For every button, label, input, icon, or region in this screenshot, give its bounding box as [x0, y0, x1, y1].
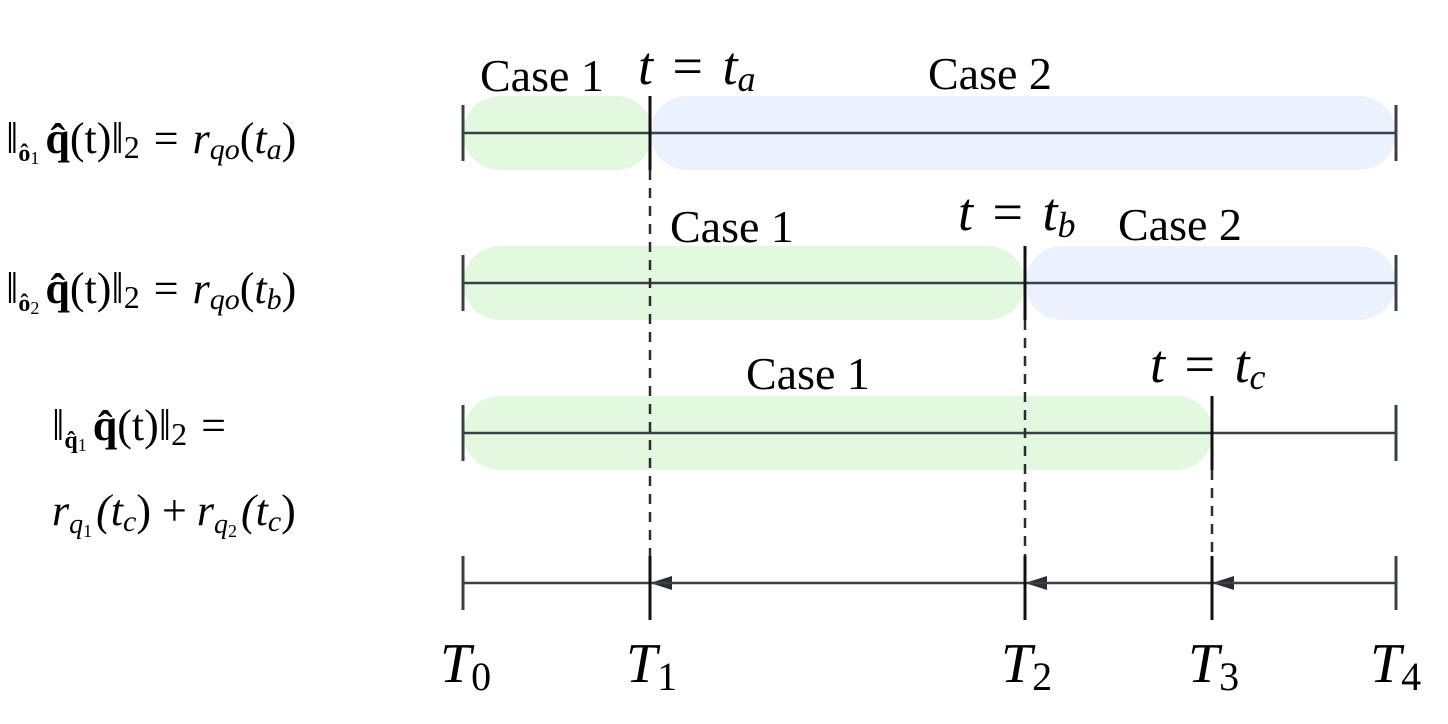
row-2-case1-label: Case 1 [670, 201, 794, 252]
row-1-event-label: t = ta [638, 36, 756, 99]
row-3-case1-label: Case 1 [746, 348, 870, 399]
tick-label-t3: T3 [1188, 633, 1239, 699]
tick-label-t1: T1 [626, 633, 677, 699]
row-2-case2-label: Case 2 [1118, 199, 1242, 250]
row-2-event-label: t = tb [958, 182, 1076, 245]
tick-label-t2: T2 [1001, 633, 1052, 699]
row-1-case2-label: Case 2 [928, 48, 1052, 99]
tick-label-t0: T0 [440, 633, 491, 699]
row-3-event-label: t = tc [1150, 334, 1266, 397]
tick-label-t4: T4 [1370, 633, 1421, 699]
row-1-case1-label: Case 1 [480, 50, 604, 101]
row-3-condition-label-line2: rq1(tc) +rq2(tc) [52, 486, 296, 541]
time-axis: T0 T1 T2 T3 T4 [440, 556, 1421, 699]
